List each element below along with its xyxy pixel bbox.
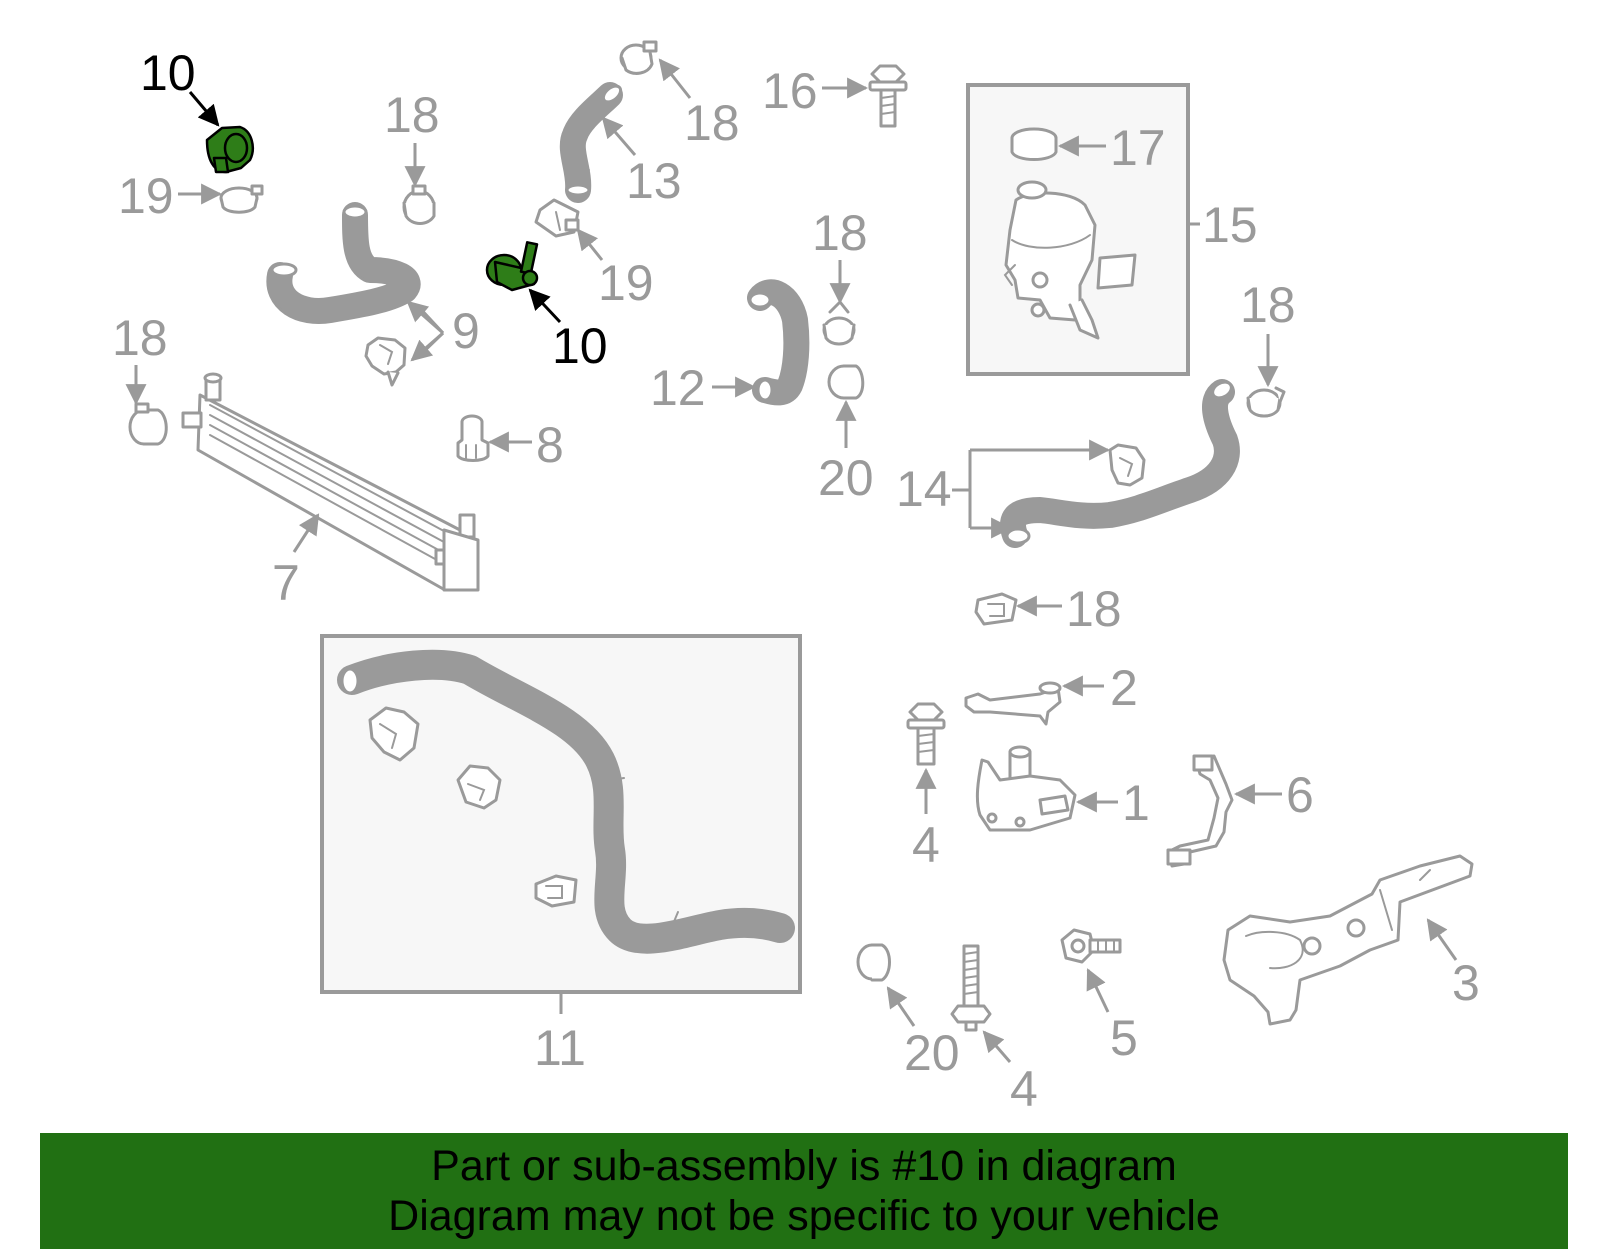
part-20-clamp-a[interactable] bbox=[827, 364, 865, 400]
part-14-clip[interactable] bbox=[1108, 443, 1146, 487]
callout-10-upper: 10 bbox=[140, 45, 196, 101]
part-9-hose[interactable] bbox=[266, 202, 421, 324]
part-7-oil-cooler[interactable] bbox=[181, 372, 480, 592]
callout-19-mid: 19 bbox=[598, 255, 654, 311]
callout-18-d: 18 bbox=[812, 205, 868, 261]
part-19-clamp-mid[interactable] bbox=[534, 198, 580, 238]
callout-9: 9 bbox=[452, 303, 480, 359]
part-18-clamp-e[interactable] bbox=[1246, 386, 1286, 418]
part-18-clamp-a[interactable] bbox=[402, 184, 436, 225]
callout-19-left: 19 bbox=[118, 168, 174, 224]
leader-7 bbox=[292, 513, 320, 553]
part-20-clamp-b[interactable] bbox=[856, 943, 891, 982]
part-10-upper-highlighted[interactable] bbox=[205, 125, 254, 174]
part-19-clamp-left[interactable] bbox=[219, 184, 264, 214]
callout-6: 6 bbox=[1286, 767, 1314, 823]
part-18-clamp-b[interactable] bbox=[128, 402, 168, 446]
leader-9b bbox=[410, 331, 444, 362]
leader-10-middle bbox=[528, 288, 562, 324]
part-6-harness[interactable] bbox=[1166, 754, 1234, 868]
part-15-reservoir[interactable] bbox=[1003, 180, 1137, 340]
part-2-sensor[interactable] bbox=[964, 681, 1062, 726]
callout-4-lower: 4 bbox=[1010, 1061, 1038, 1117]
part-5-bolt[interactable] bbox=[1060, 928, 1122, 964]
callout-15: 15 bbox=[1202, 197, 1258, 253]
callout-18-b: 18 bbox=[112, 310, 168, 366]
leader-20-b bbox=[886, 986, 916, 1027]
callout-18-a: 18 bbox=[384, 87, 440, 143]
part-18-clamp-f[interactable] bbox=[974, 592, 1018, 626]
part-11-hose-assembly[interactable] bbox=[337, 649, 795, 954]
callout-18-c: 18 bbox=[684, 95, 740, 151]
part-10-middle-highlighted[interactable] bbox=[485, 241, 539, 292]
info-banner: Part or sub-assembly is #10 in diagram D… bbox=[40, 1133, 1568, 1249]
callout-14: 14 bbox=[896, 461, 952, 517]
callout-20-a: 20 bbox=[818, 450, 874, 506]
callout-4-upper: 4 bbox=[912, 817, 940, 873]
part-16-bolt[interactable] bbox=[868, 64, 908, 128]
callout-8: 8 bbox=[536, 417, 564, 473]
part-13-hose[interactable] bbox=[559, 82, 624, 203]
part-14-hose[interactable] bbox=[1000, 379, 1240, 548]
part-18-clamp-c[interactable] bbox=[619, 40, 658, 75]
part-18-clamp-d[interactable] bbox=[822, 300, 856, 346]
part-12-hose[interactable] bbox=[747, 279, 810, 406]
part-8-plug[interactable] bbox=[456, 414, 490, 462]
callout-17: 17 bbox=[1110, 120, 1166, 176]
callout-20-b: 20 bbox=[904, 1025, 960, 1081]
leader-5 bbox=[1086, 968, 1110, 1013]
leader-13 bbox=[601, 116, 637, 156]
banner-line-2: Diagram may not be specific to your vehi… bbox=[388, 1192, 1220, 1240]
callout-18-f: 18 bbox=[1066, 581, 1122, 637]
leader-3 bbox=[1426, 918, 1458, 961]
callout-12: 12 bbox=[650, 360, 706, 416]
part-17-cap[interactable] bbox=[1010, 127, 1058, 161]
part-9-clip[interactable] bbox=[364, 336, 407, 387]
part-1-water-pump[interactable] bbox=[975, 745, 1077, 832]
leader-19-mid bbox=[576, 228, 604, 261]
callout-16: 16 bbox=[762, 63, 818, 119]
leader-4-lower bbox=[982, 1030, 1012, 1063]
part-3-bracket[interactable] bbox=[1222, 854, 1474, 1026]
leader-14-bracket bbox=[952, 450, 972, 528]
part-4-bolt-upper[interactable] bbox=[906, 702, 946, 766]
callout-13: 13 bbox=[626, 153, 682, 209]
callout-2: 2 bbox=[1110, 660, 1138, 716]
callout-5: 5 bbox=[1110, 1010, 1138, 1066]
callout-7: 7 bbox=[272, 555, 300, 611]
callout-11: 11 bbox=[534, 1020, 586, 1076]
callout-18-e: 18 bbox=[1240, 277, 1296, 333]
leader-18-c bbox=[658, 58, 692, 99]
banner-line-1: Part or sub-assembly is #10 in diagram bbox=[431, 1142, 1177, 1190]
part-4-stud-lower[interactable] bbox=[950, 944, 992, 1032]
leader-9a bbox=[406, 300, 444, 335]
callout-3: 3 bbox=[1452, 955, 1480, 1011]
callout-1: 1 bbox=[1122, 775, 1150, 831]
callout-10-middle: 10 bbox=[552, 318, 608, 374]
leader-10-upper bbox=[188, 91, 220, 127]
